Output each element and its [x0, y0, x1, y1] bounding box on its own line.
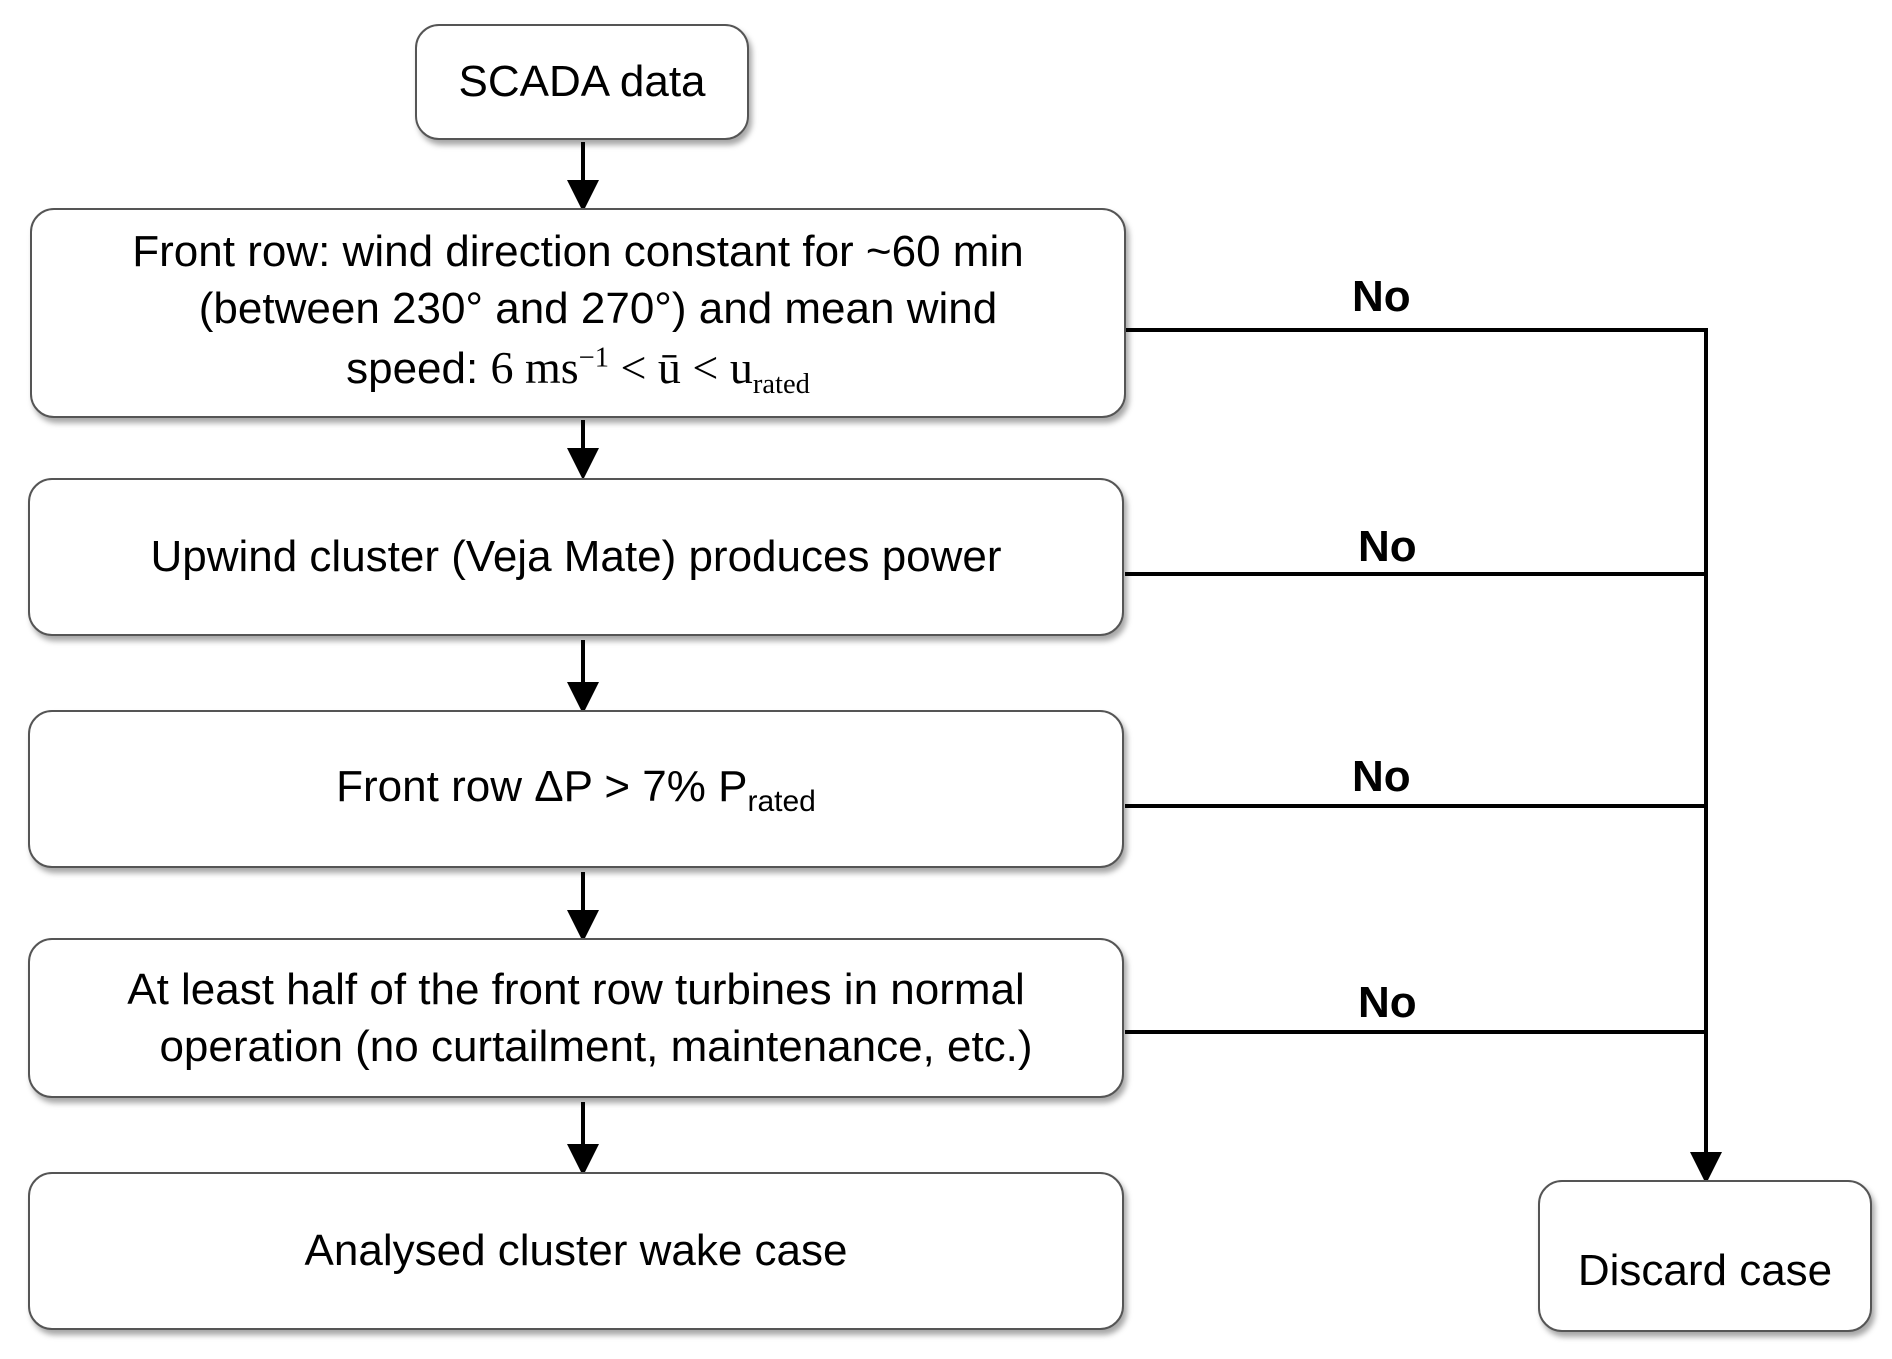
- node-analysed-case: Analysed cluster wake case: [28, 1172, 1124, 1330]
- node-front-row-condition: Front row: wind direction constant for ~…: [30, 208, 1126, 418]
- node-analysed-case-label: Analysed cluster wake case: [304, 1226, 848, 1276]
- delta-p-text: Front row ΔP > 7% P: [336, 761, 748, 811]
- node-delta-p: Front row ΔP > 7% Prated: [28, 710, 1124, 868]
- node-scada-data-label: SCADA data: [458, 57, 706, 107]
- node-normal-operation: At least half of the front row turbines …: [28, 938, 1124, 1098]
- node-discard-case-label: Discard case: [1577, 1246, 1833, 1296]
- node-discard-case: Discard case: [1538, 1180, 1872, 1332]
- node-upwind-cluster-label: Upwind cluster (Veja Mate) produces powe…: [150, 532, 1002, 582]
- node-scada-data: SCADA data: [415, 24, 749, 140]
- formula-middle: < ū < u: [608, 341, 753, 393]
- operation-line-2: operation (no curtailment, maintenance, …: [159, 1022, 1033, 1071]
- operation-line-1: At least half of the front row turbines …: [127, 964, 1025, 1014]
- front-row-line-1: Front row: wind direction constant for ~…: [132, 227, 1024, 277]
- formula-lead: 6 ms: [490, 341, 579, 393]
- formula-subscript: rated: [752, 368, 810, 400]
- delta-p-subscript: rated: [747, 784, 816, 818]
- wind-speed-formula: 6 ms−1 < ū < urated: [490, 341, 809, 400]
- no-label-4: No: [1358, 978, 1417, 1027]
- formula-exponent: −1: [578, 342, 609, 374]
- node-upwind-cluster: Upwind cluster (Veja Mate) produces powe…: [28, 478, 1124, 636]
- no-label-2: No: [1358, 522, 1417, 571]
- front-row-line-2: (between 230° and 270°) and mean wind: [198, 284, 998, 334]
- node-delta-p-label: Front row ΔP > 7% Prated: [316, 758, 836, 821]
- no-label-3: No: [1352, 752, 1411, 801]
- front-row-line-3: speed: 6 ms−1 < ū < urated: [132, 338, 1023, 403]
- front-row-line-3-prefix: speed:: [346, 343, 491, 393]
- no-label-1: No: [1352, 272, 1411, 321]
